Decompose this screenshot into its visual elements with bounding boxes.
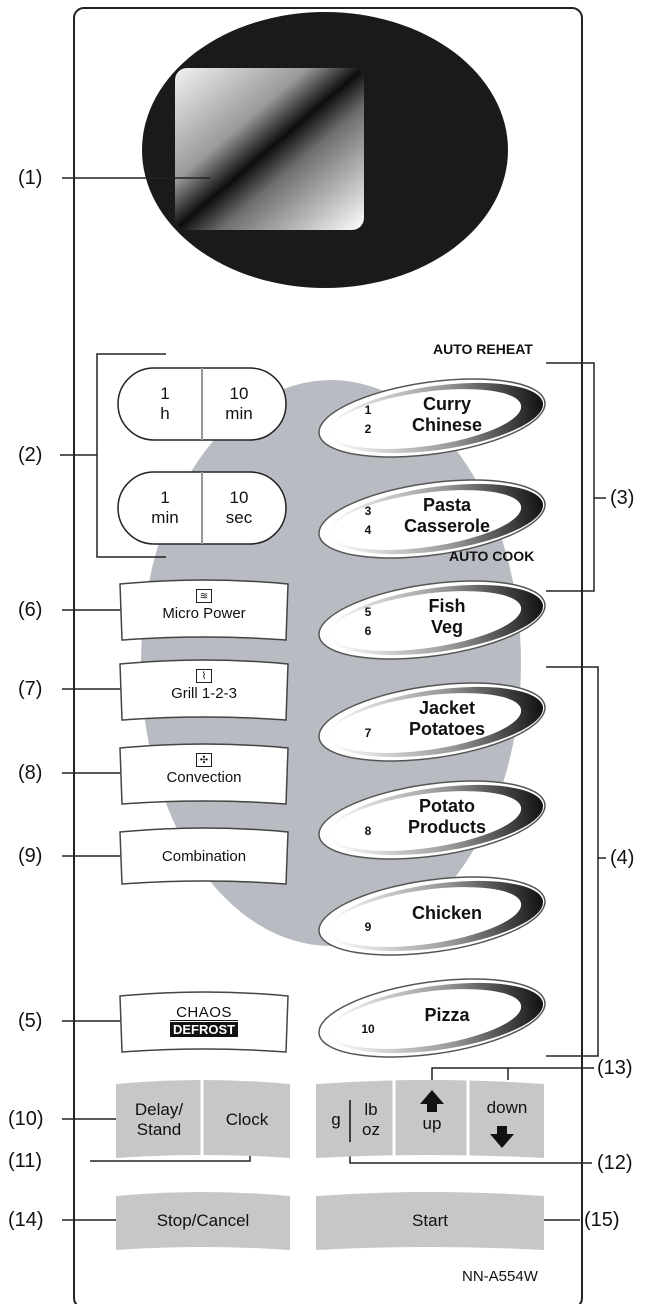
auto-cook-header: AUTO COOK (449, 548, 535, 564)
callout-9: (9) (18, 845, 43, 867)
bottom-button-shapes (116, 1080, 544, 1250)
chaos-logo-text: CHAOS (169, 1005, 239, 1021)
cook-button-4-face (330, 693, 522, 753)
program-button-shapes (119, 579, 289, 1053)
callout-3: (3) (610, 487, 635, 509)
cook-button-7-face (330, 989, 522, 1049)
callout-10: (10) (8, 1108, 44, 1130)
cook-button-2-face (330, 490, 522, 550)
cook-button-shapes (318, 378, 546, 1058)
time-button-group (117, 367, 287, 545)
cook-button-5-face (330, 791, 522, 851)
callout-5: (5) (18, 1010, 43, 1032)
defrost-logo-text: DEFROST (169, 1022, 239, 1037)
callout-11: (11) (8, 1150, 43, 1172)
cook-button-6-face (330, 887, 522, 947)
callout-7: (7) (18, 678, 43, 700)
up-arrow-shape (420, 1090, 444, 1112)
cook-button-3-face (330, 591, 522, 651)
callout-8: (8) (18, 762, 43, 784)
delay-stand-button[interactable]: Delay/Stand (134, 1100, 184, 1139)
down-arrow-shape (490, 1126, 514, 1148)
up-button[interactable]: up (422, 1114, 442, 1133)
grill-element-icon: ⌇ (196, 669, 212, 683)
microwave-waves-icon: ≋ (196, 589, 212, 603)
callout-15: (15) (584, 1209, 620, 1231)
weight-g-label[interactable]: g (331, 1110, 341, 1129)
cook-button-1-face (330, 389, 522, 449)
grill-button[interactable]: ⌇ Grill 1-2-3 (171, 669, 237, 702)
display-window (175, 68, 364, 230)
combination-button[interactable]: Combination (161, 848, 247, 865)
callout-1: (1) (18, 167, 43, 189)
callout-6: (6) (18, 599, 43, 621)
callout-14: (14) (8, 1209, 44, 1231)
convection-button[interactable]: ✣ Convection (166, 753, 242, 786)
callout-13: (13) (597, 1057, 633, 1079)
down-button[interactable]: down (486, 1098, 528, 1117)
cook-button-number: 9 (364, 920, 372, 934)
model-number: NN-A554W (462, 1268, 538, 1285)
cook-button-number: 10 (361, 1022, 375, 1036)
auto-reheat-header: AUTO REHEAT (433, 341, 533, 357)
cook-button-label: Pizza (424, 1005, 470, 1025)
cook-button-number: 8 (364, 824, 372, 838)
cook-button-number: 7 (364, 726, 372, 740)
callout-2: (2) (18, 444, 43, 466)
start-button[interactable]: Start (412, 1211, 448, 1230)
clock-button[interactable]: Clock (225, 1110, 269, 1129)
convection-fan-icon: ✣ (196, 753, 212, 767)
cook-button-label: Chicken (411, 903, 483, 923)
callout-4: (4) (610, 847, 635, 869)
chaos-defrost-button[interactable]: CHAOS DEFROST (122, 1005, 286, 1039)
micro-power-button[interactable]: ≋ Micro Power (162, 589, 246, 622)
bracket-4 (546, 666, 599, 1057)
callout-12: (12) (597, 1152, 633, 1174)
bracket-3 (546, 362, 595, 592)
stop-cancel-button[interactable]: Stop/Cancel (156, 1211, 250, 1230)
